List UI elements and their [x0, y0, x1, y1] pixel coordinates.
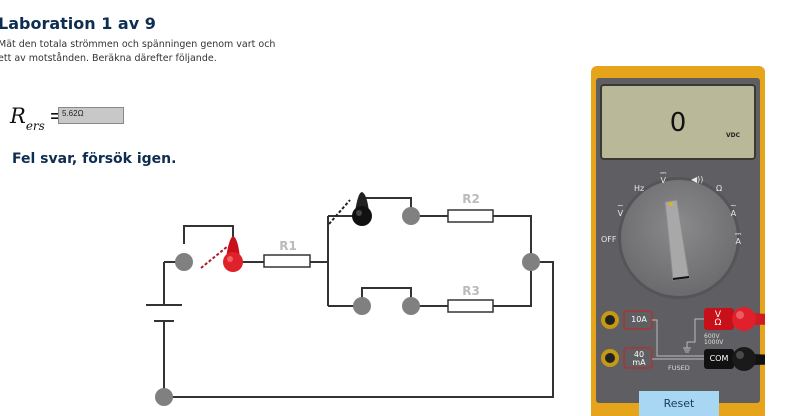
dial-label-adc[interactable]: ⎓ A	[735, 230, 741, 246]
circuit-node[interactable]	[402, 297, 420, 315]
jack-label-vohm: V Ω	[706, 310, 730, 328]
jack-label-10a: 10A	[631, 315, 647, 324]
jack-label-com: COM	[709, 354, 729, 363]
lab-title: Laboration 1 av 9	[0, 14, 156, 33]
dial-text: A	[730, 209, 737, 218]
wire	[163, 261, 554, 398]
jack-label-line: V	[714, 310, 722, 320]
rating-line: 600V	[704, 333, 720, 340]
resistor-r3	[447, 299, 494, 313]
display-value: 0	[669, 108, 687, 138]
formula-subscript: ers	[25, 119, 45, 133]
black-probe[interactable]	[328, 192, 372, 226]
multimeter-display: 0 VDC	[600, 84, 756, 160]
circuit-node[interactable]	[155, 388, 173, 406]
description-line: Mät den totala strömmen och spänningen g…	[0, 39, 276, 50]
dial-label-ohm[interactable]: Ω	[716, 184, 723, 193]
dial-text: V	[660, 176, 666, 185]
red-probe-lead	[200, 245, 229, 269]
dc-symbol: ⎓	[735, 229, 742, 238]
dial-indicator-dot	[669, 202, 673, 206]
multimeter-dial-svg	[601, 177, 765, 371]
jack-label-box-com	[704, 349, 734, 369]
jack-label-line: mA	[632, 358, 646, 367]
jack-label-line: 40	[633, 350, 645, 359]
red-probe-plug[interactable]	[732, 307, 765, 331]
black-probe-highlight	[356, 210, 362, 216]
dial-label-aac[interactable]: ~ A	[730, 202, 737, 218]
red-probe-tip	[226, 236, 240, 258]
resistor-label-r1: R1	[279, 239, 297, 253]
jack-label-40ma: 40 mA	[626, 351, 652, 367]
dial-label-vdc[interactable]: ⎓ V	[660, 169, 666, 185]
answer-input[interactable]: 5.62Ω	[58, 107, 124, 124]
resistor-label-r3: R3	[462, 284, 480, 298]
jack-10a-hole	[605, 315, 615, 325]
feedback-message: Fel svar, försök igen.	[12, 151, 177, 167]
dial-label-hz[interactable]: Hz	[634, 184, 645, 193]
circuit-wires	[163, 197, 554, 398]
resistor-r2	[447, 209, 494, 223]
circuit-node[interactable]	[175, 253, 193, 271]
black-probe-head	[352, 206, 372, 226]
dial-text: V	[617, 209, 624, 218]
jack-label-line: Ω	[714, 318, 722, 328]
dial-label-vac[interactable]: ~ V	[617, 202, 624, 218]
red-plug-highlight	[736, 311, 744, 319]
resistor-r1	[263, 254, 311, 268]
black-probe-lead	[328, 199, 351, 225]
jack-label-box-vohm	[704, 308, 734, 330]
jack-40ma-hole	[605, 353, 615, 363]
fused-label: FUSED	[668, 364, 690, 372]
black-plug-head	[732, 347, 756, 371]
description-line: ett av motstånden. Beräkna därefter följ…	[0, 53, 217, 64]
black-probe-plug[interactable]	[732, 347, 765, 371]
reset-button[interactable]: Reset	[639, 391, 719, 416]
voltage-rating: 600V 1000V	[704, 334, 723, 346]
lab-description: Mät den totala strömmen och spänningen g…	[0, 38, 298, 66]
dial-label-off[interactable]: OFF	[601, 235, 617, 244]
formula-symbol: R	[10, 104, 26, 128]
dial-label-continuity[interactable]: ◀))	[691, 175, 704, 184]
jack-label-box-40ma	[623, 347, 653, 369]
resistor-label-r2: R2	[462, 192, 480, 206]
red-probe[interactable]	[200, 236, 243, 272]
ac-symbol: ~	[617, 201, 624, 210]
circuit-node[interactable]	[353, 297, 371, 315]
dc-symbol: ⎓	[660, 168, 667, 177]
dial-text: A	[735, 237, 741, 246]
red-probe-highlight	[227, 256, 233, 262]
circuit-node[interactable]	[402, 207, 420, 225]
internal-traces	[652, 318, 704, 360]
display-unit: VDC	[725, 132, 740, 139]
red-plug-head	[732, 307, 756, 331]
ac-symbol: ~	[730, 201, 737, 210]
red-probe-head	[223, 252, 243, 272]
black-plug-highlight	[736, 351, 744, 359]
rating-line: 1000V	[704, 339, 724, 346]
circuit-node[interactable]	[522, 253, 540, 271]
dial-pointer-shadow	[672, 276, 690, 280]
